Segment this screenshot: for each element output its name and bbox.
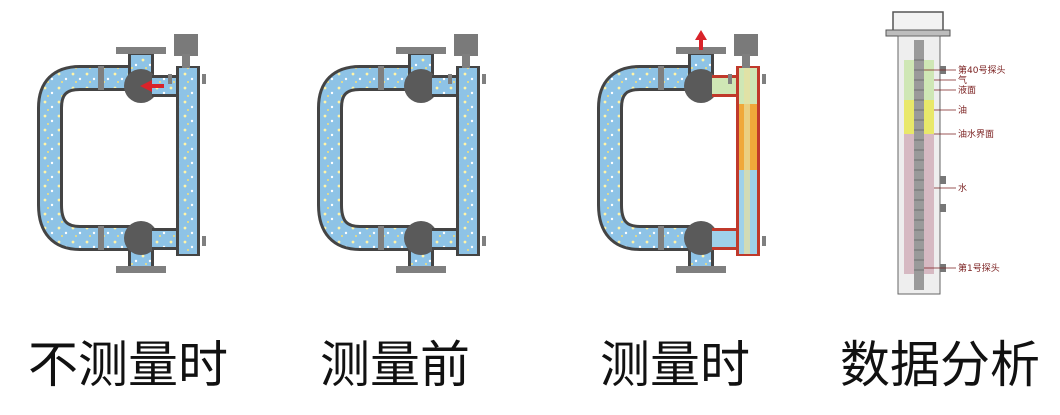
probe-cross-section: 第40号探头 气 液面 油 油水界面 水 第1号探头 [885, 11, 1005, 295]
label-probe-1: 第1号探头 [958, 262, 1000, 274]
caption-data-analysis: 数据分析 [840, 336, 1040, 394]
gauge-diagram-measuring [597, 30, 766, 273]
flow-arrow-icon [140, 80, 164, 92]
label-oil-water-interface: 油水界面 [958, 128, 994, 140]
label-water: 水 [958, 182, 967, 194]
label-gas: 气 [958, 74, 967, 86]
vent-arrow-icon [695, 30, 707, 50]
label-oil: 油 [958, 104, 967, 116]
caption-measuring: 测量时 [600, 336, 750, 394]
caption-not-measuring: 不测量时 [28, 336, 228, 394]
label-liquid-surface: 液面 [958, 84, 976, 96]
caption-before-measuring: 测量前 [320, 336, 470, 394]
label-probe-40: 第40号探头 [958, 64, 1005, 76]
gauge-diagram-before-measuring [330, 34, 486, 273]
gauge-diagram-not-measuring [50, 34, 206, 273]
